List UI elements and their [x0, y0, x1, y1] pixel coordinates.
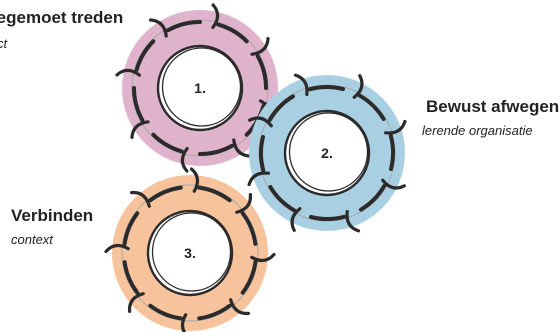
- gear-hub: [156, 44, 244, 132]
- gear-rim-segment: [240, 260, 258, 295]
- gear-hub-inner: [161, 47, 242, 127]
- gear-tooth: [149, 18, 168, 38]
- gear-tooth: [127, 292, 145, 313]
- gear-rim-segment: [255, 54, 268, 90]
- gear-rim-segment: [122, 211, 140, 246]
- gear-rim-segment: [197, 185, 232, 203]
- gear-rim-segment: [132, 86, 145, 122]
- gear-rim-segment: [122, 260, 140, 295]
- gear-2-subtitle: lerende organisatie: [422, 123, 533, 138]
- gear-1-subtitle: ct: [0, 36, 8, 51]
- gear-tooth: [247, 171, 270, 187]
- gear-tooth: [211, 3, 220, 29]
- gear-2-title: Bewust afwegen: [426, 97, 560, 116]
- gear-rim-segment: [307, 85, 345, 92]
- gear-tooth: [180, 147, 189, 173]
- gear-2: 2.: [247, 73, 407, 233]
- gear-tooth: [180, 313, 188, 332]
- gear-rim-segment: [259, 135, 266, 173]
- gear-tooth: [345, 210, 361, 233]
- gear-hub: [146, 209, 234, 297]
- gear-tooth: [229, 298, 250, 316]
- gear-rim-segment: [151, 132, 184, 154]
- gear-number: 2.: [321, 145, 333, 161]
- gear-rim-segment: [134, 39, 156, 72]
- gear-number: 3.: [184, 245, 196, 261]
- gear-outline: [121, 184, 259, 322]
- gear-tooth: [130, 190, 151, 208]
- gear-3-title: Verbinden: [11, 206, 94, 225]
- gear-tooth: [189, 167, 200, 193]
- gear-rim-segment: [166, 20, 202, 33]
- gear-tooth: [232, 138, 251, 158]
- gear-rim-segment: [198, 143, 234, 156]
- gear-hub: [283, 109, 371, 197]
- gear-tooth: [352, 74, 364, 99]
- gear-number: 1.: [194, 80, 206, 96]
- gear-rim-segment: [388, 133, 395, 171]
- gear-rim-segment: [148, 185, 183, 203]
- gear-tooth: [248, 116, 273, 128]
- gear-rim-segment: [216, 22, 249, 44]
- gear-hub-inner: [288, 112, 369, 192]
- gear-rim-segment: [359, 184, 387, 212]
- gear-hub-inner: [151, 212, 232, 292]
- gear-tooth: [381, 178, 406, 190]
- gear-rim-segment: [309, 214, 347, 221]
- gear-ring: [112, 175, 268, 331]
- gear-tooth: [115, 68, 141, 77]
- gear-1: 1.: [115, 3, 285, 173]
- gear-rim-segment: [148, 303, 183, 321]
- gear-ring: [122, 10, 278, 166]
- gear-tooth: [293, 73, 309, 96]
- gear-tooth: [250, 252, 276, 263]
- gear-rim-segment: [240, 211, 258, 246]
- gear-rim-segment: [358, 93, 386, 121]
- gear-tooth: [290, 207, 302, 232]
- gear-tooth: [235, 193, 253, 214]
- gear-tooth: [250, 37, 270, 56]
- gear-3-subtitle: context: [11, 232, 53, 247]
- gear-tooth: [130, 120, 150, 139]
- gear-1-title: tegemoet treden: [0, 8, 124, 27]
- gear-rim-segment: [268, 185, 296, 213]
- gear-tooth: [384, 119, 407, 135]
- gear-rim-segment: [197, 303, 232, 321]
- gear-rim-segment: [267, 94, 295, 122]
- gear-tooth: [104, 243, 130, 254]
- gear-ring: [249, 75, 405, 231]
- gear-3: 3.: [104, 167, 276, 332]
